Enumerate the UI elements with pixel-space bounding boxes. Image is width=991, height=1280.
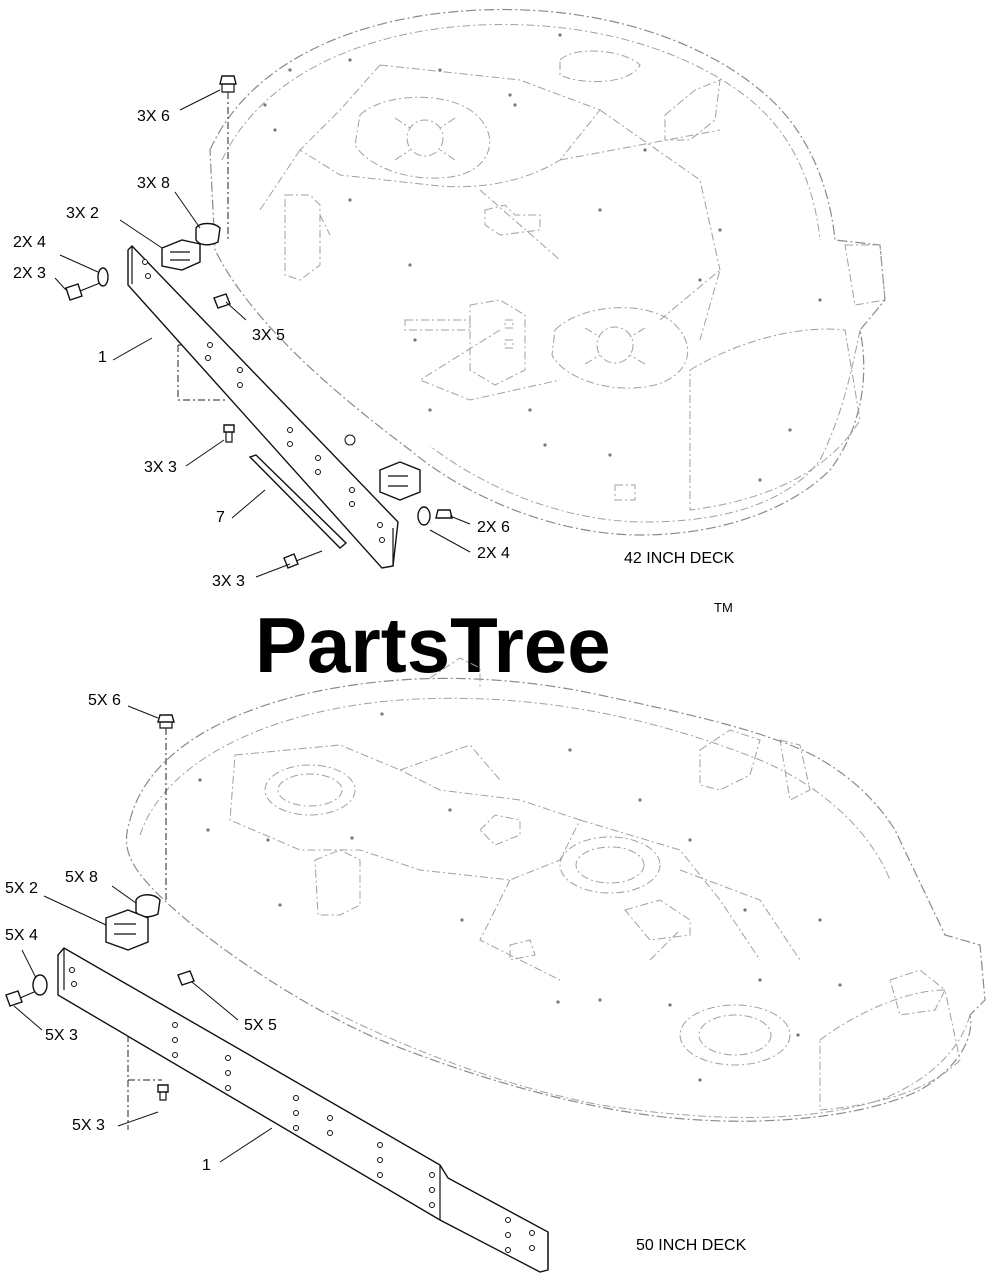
deck-42-left-hanger — [284, 194, 331, 281]
callout-42-3x3-bottom: 3X 3 — [212, 573, 245, 590]
deck-50-leaders — [13, 705, 273, 1163]
bolt-42 — [65, 283, 83, 301]
partstree-watermark: PartsTree TM — [255, 600, 733, 689]
deck-50-spindle-2 — [559, 836, 661, 894]
bracket-42-right — [379, 461, 421, 501]
deck-50-illustration — [125, 657, 986, 1130]
deck-42-spindle-2 — [551, 307, 689, 389]
deck-42-spindle-1 — [354, 96, 491, 179]
callout-50-5x3-left: 5X 3 — [45, 1027, 78, 1044]
deck-50-chute — [819, 989, 961, 1111]
callout-42-3x5: 3X 5 — [252, 327, 285, 344]
washer-50 — [32, 974, 48, 996]
deck-42-frame — [299, 64, 601, 188]
callout-50-5x2: 5X 2 — [5, 880, 38, 897]
deck-50-outline — [125, 677, 986, 1122]
clip-42 — [213, 293, 231, 309]
watermark-trademark: TM — [714, 600, 733, 615]
callout-50-5x6: 5X 6 — [88, 692, 121, 709]
bar-42-holes — [142, 259, 385, 543]
callout-50-5x3-center: 5X 3 — [72, 1117, 105, 1134]
deck-50-spindle-1 — [264, 764, 356, 816]
bolt-50 — [5, 990, 23, 1007]
callout-42-3x3-center: 3X 3 — [144, 459, 177, 476]
deck-42-labels: 3X 6 3X 8 3X 2 2X 4 2X 3 3X 5 1 3X 3 7 2… — [13, 108, 735, 590]
deck-50-rim — [139, 697, 891, 881]
callout-42-3x8: 3X 8 — [137, 175, 170, 192]
callout-42-7: 7 — [216, 509, 225, 526]
deck-42-outline — [209, 8, 886, 536]
deck-42-parts — [65, 75, 453, 569]
callout-42-3x2: 3X 2 — [66, 205, 99, 222]
pad-50 — [135, 894, 161, 918]
washer-42 — [97, 267, 109, 287]
callout-42-3x6: 3X 6 — [137, 108, 170, 125]
deck-50-labels: 5X 6 5X 8 5X 2 5X 4 5X 5 5X 3 5X 3 1 50 … — [5, 692, 747, 1254]
deck-50-title: 50 INCH DECK — [636, 1237, 747, 1254]
deck-42-leaders — [54, 89, 471, 578]
watermark-logo: PartsTree — [255, 601, 611, 689]
bar-50-holes — [69, 967, 535, 1253]
deck-42-chute — [689, 328, 861, 511]
deck-42-center-hanger — [469, 299, 526, 386]
nut-50 — [157, 714, 175, 723]
callout-42-2x4-right: 2X 4 — [477, 545, 510, 562]
callout-50-5x4: 5X 4 — [5, 927, 38, 944]
deck-50-rivets — [198, 712, 842, 1082]
deck-50-frame — [229, 744, 581, 881]
bracket-50-left — [105, 909, 149, 951]
nut-42 — [219, 75, 237, 85]
pad-42 — [195, 222, 221, 246]
callout-42-2x4: 2X 4 — [13, 234, 46, 251]
callout-42-2x3: 2X 3 — [13, 265, 46, 282]
deck-42-title: 42 INCH DECK — [624, 550, 735, 567]
bar-50 — [57, 947, 549, 1273]
bracket-42-left — [161, 239, 201, 271]
clip-50 — [177, 970, 195, 986]
deck-50-spindle-3 — [679, 1004, 791, 1066]
callout-50-1: 1 — [202, 1157, 211, 1174]
deck-42-rivets — [263, 33, 822, 482]
deck-42-illustration — [177, 8, 886, 536]
deck-50-parts — [5, 714, 549, 1273]
deck-42-rim — [221, 24, 821, 241]
callout-50-5x5: 5X 5 — [244, 1017, 277, 1034]
baffle-42 — [248, 454, 348, 549]
bar-42 — [127, 245, 399, 569]
callout-42-1: 1 — [98, 349, 107, 366]
deck-50-left-hanger — [314, 849, 361, 916]
callout-50-5x8: 5X 8 — [65, 869, 98, 886]
callout-42-2x6: 2X 6 — [477, 519, 510, 536]
